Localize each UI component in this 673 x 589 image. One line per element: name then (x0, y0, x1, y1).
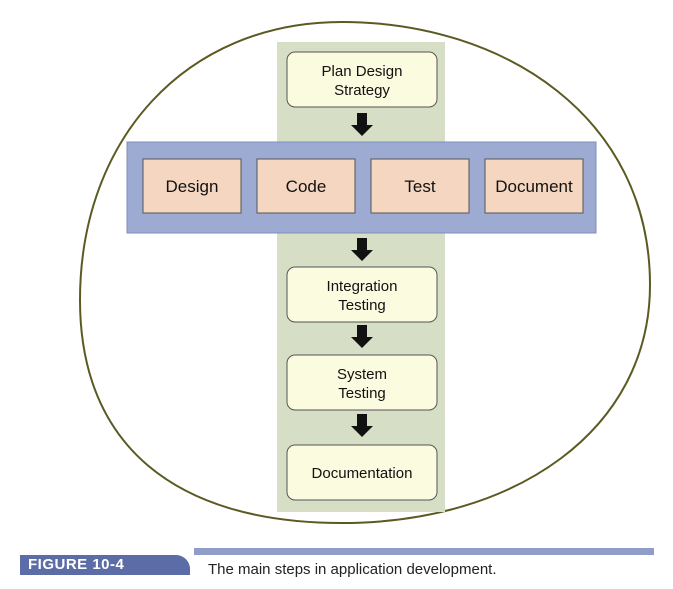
figure-label: FIGURE 10-4 (28, 556, 125, 573)
documentation-box: Documentation (286, 444, 438, 501)
system-testing-line-1: System (337, 366, 387, 383)
arrow-down-icon (351, 325, 373, 348)
system-testing-line-2: Testing (338, 385, 386, 402)
cycle-box-code-label: Code (286, 177, 327, 196)
cycle-box-document-label: Document (495, 177, 573, 196)
caption-rule (194, 548, 654, 555)
cycle-box-test-label: Test (404, 177, 435, 196)
cycle-box-design: Design (142, 158, 242, 214)
cycle-box-code: Code (256, 158, 356, 214)
arrow-down-icon (351, 238, 373, 261)
integration-testing-line-2: Testing (338, 297, 386, 314)
documentation-label: Documentation (312, 465, 413, 482)
enclosing-circle (78, 20, 652, 525)
arrow-down-icon (351, 113, 373, 136)
cycle-box-document: Document (484, 158, 584, 214)
plan-design-strategy-line-1: Plan Design (322, 63, 403, 80)
caption-label-tab (20, 555, 190, 575)
development-steps-diagram: Plan Design Strategy Design Code Test Do… (78, 20, 652, 525)
system-testing-box: System Testing (286, 354, 438, 411)
cycle-box-design-label: Design (166, 177, 219, 196)
plan-design-strategy-line-2: Strategy (334, 82, 390, 99)
integration-testing-line-1: Integration (327, 278, 398, 295)
plan-design-strategy-box: Plan Design Strategy (286, 51, 438, 108)
arrow-down-icon (351, 414, 373, 437)
figure-caption: The main steps in application developmen… (208, 561, 497, 578)
cycle-box-test: Test (370, 158, 470, 214)
integration-testing-box: Integration Testing (286, 266, 438, 323)
